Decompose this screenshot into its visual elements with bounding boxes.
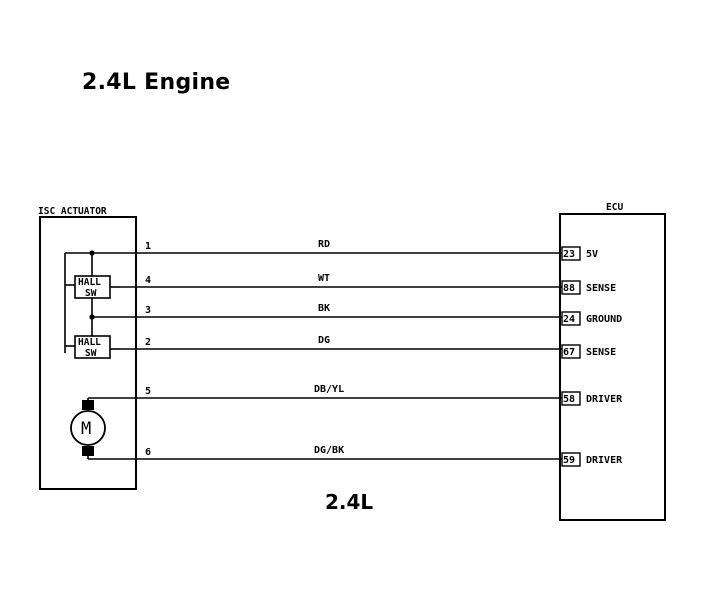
actuator-pin-number: 6	[145, 447, 151, 458]
ecu-pin-box	[561, 246, 581, 261]
hall-switch-bottom	[74, 335, 111, 359]
wire-color-label: DG	[318, 335, 330, 346]
ecu-box	[559, 213, 666, 521]
actuator-pin-number: 3	[145, 305, 151, 316]
ecu-pin-number: 24	[563, 314, 575, 325]
ecu-pin-box	[561, 280, 581, 295]
ecu-pin-number: 59	[563, 455, 575, 466]
actuator-pin-number: 1	[145, 241, 151, 252]
engine-caption: 2.4L	[325, 490, 374, 514]
motor-symbol: M	[70, 398, 106, 459]
wire-color-label: BK	[318, 303, 330, 314]
wire-color-label: DG/BK	[314, 445, 344, 456]
hall-switch-top	[74, 275, 111, 299]
ecu-pin-number: 88	[563, 283, 575, 294]
actuator-pin-number: 2	[145, 337, 151, 348]
ecu-pin-box	[561, 344, 581, 359]
ecu-pin-box	[561, 452, 581, 467]
ecu-pin-number: 67	[563, 347, 575, 358]
motor-letter: M	[81, 419, 91, 439]
ecu-pin-number: 58	[563, 394, 575, 405]
wire-color-label: RD	[318, 239, 330, 250]
diagram-title: 2.4L Engine	[82, 70, 231, 95]
ecu-pin-number: 23	[563, 249, 575, 260]
hall-switch-bottom-label-1: HALL	[78, 337, 101, 348]
hall-switch-top-label-2: SW	[85, 288, 97, 299]
ecu-pin-label: DRIVER	[586, 455, 623, 466]
isc-actuator-label: ISC ACTUATOR	[38, 206, 107, 217]
actuator-pin-number: 5	[145, 386, 151, 397]
ecu-pin-box	[561, 311, 581, 326]
ecu-pin-label: DRIVER	[586, 394, 623, 405]
ecu-pin-label: SENSE	[586, 283, 616, 294]
actuator-pin-number: 4	[145, 275, 151, 286]
isc-actuator-box	[39, 216, 137, 490]
wire-color-label: DB/YL	[314, 384, 344, 395]
hall-switch-bottom-label-2: SW	[85, 348, 97, 359]
ecu-label: ECU	[606, 202, 623, 213]
ecu-pin-label: GROUND	[586, 314, 622, 325]
hall-switch-top-label-1: HALL	[78, 277, 101, 288]
ecu-pin-label: 5V	[586, 249, 598, 260]
ecu-pin-label: SENSE	[586, 347, 616, 358]
ecu-pin-box	[561, 391, 581, 406]
wire-color-label: WT	[318, 273, 330, 284]
